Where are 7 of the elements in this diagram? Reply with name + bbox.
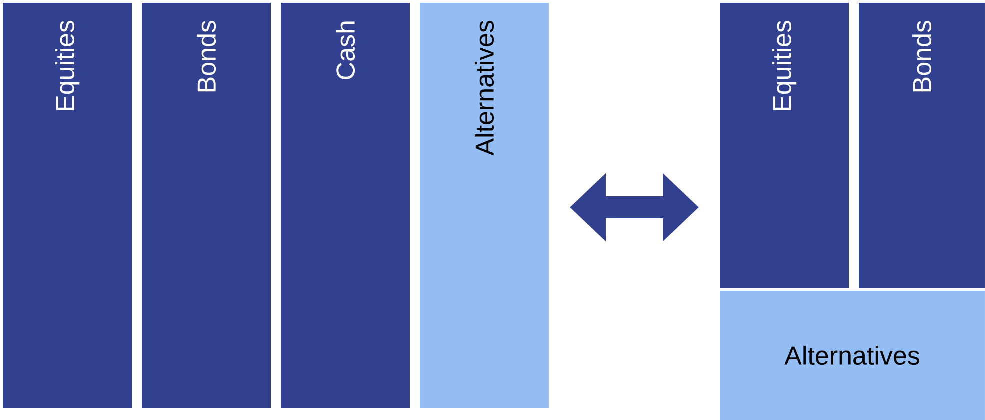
column-box: Bonds xyxy=(142,3,271,408)
column-box: Bonds xyxy=(859,3,985,288)
column-box: Equities xyxy=(3,3,132,408)
column-box: Equities xyxy=(720,3,849,288)
band-box: Alternatives xyxy=(720,291,985,420)
column-box: Alternatives xyxy=(420,3,549,408)
column-box: Cash xyxy=(281,3,410,408)
